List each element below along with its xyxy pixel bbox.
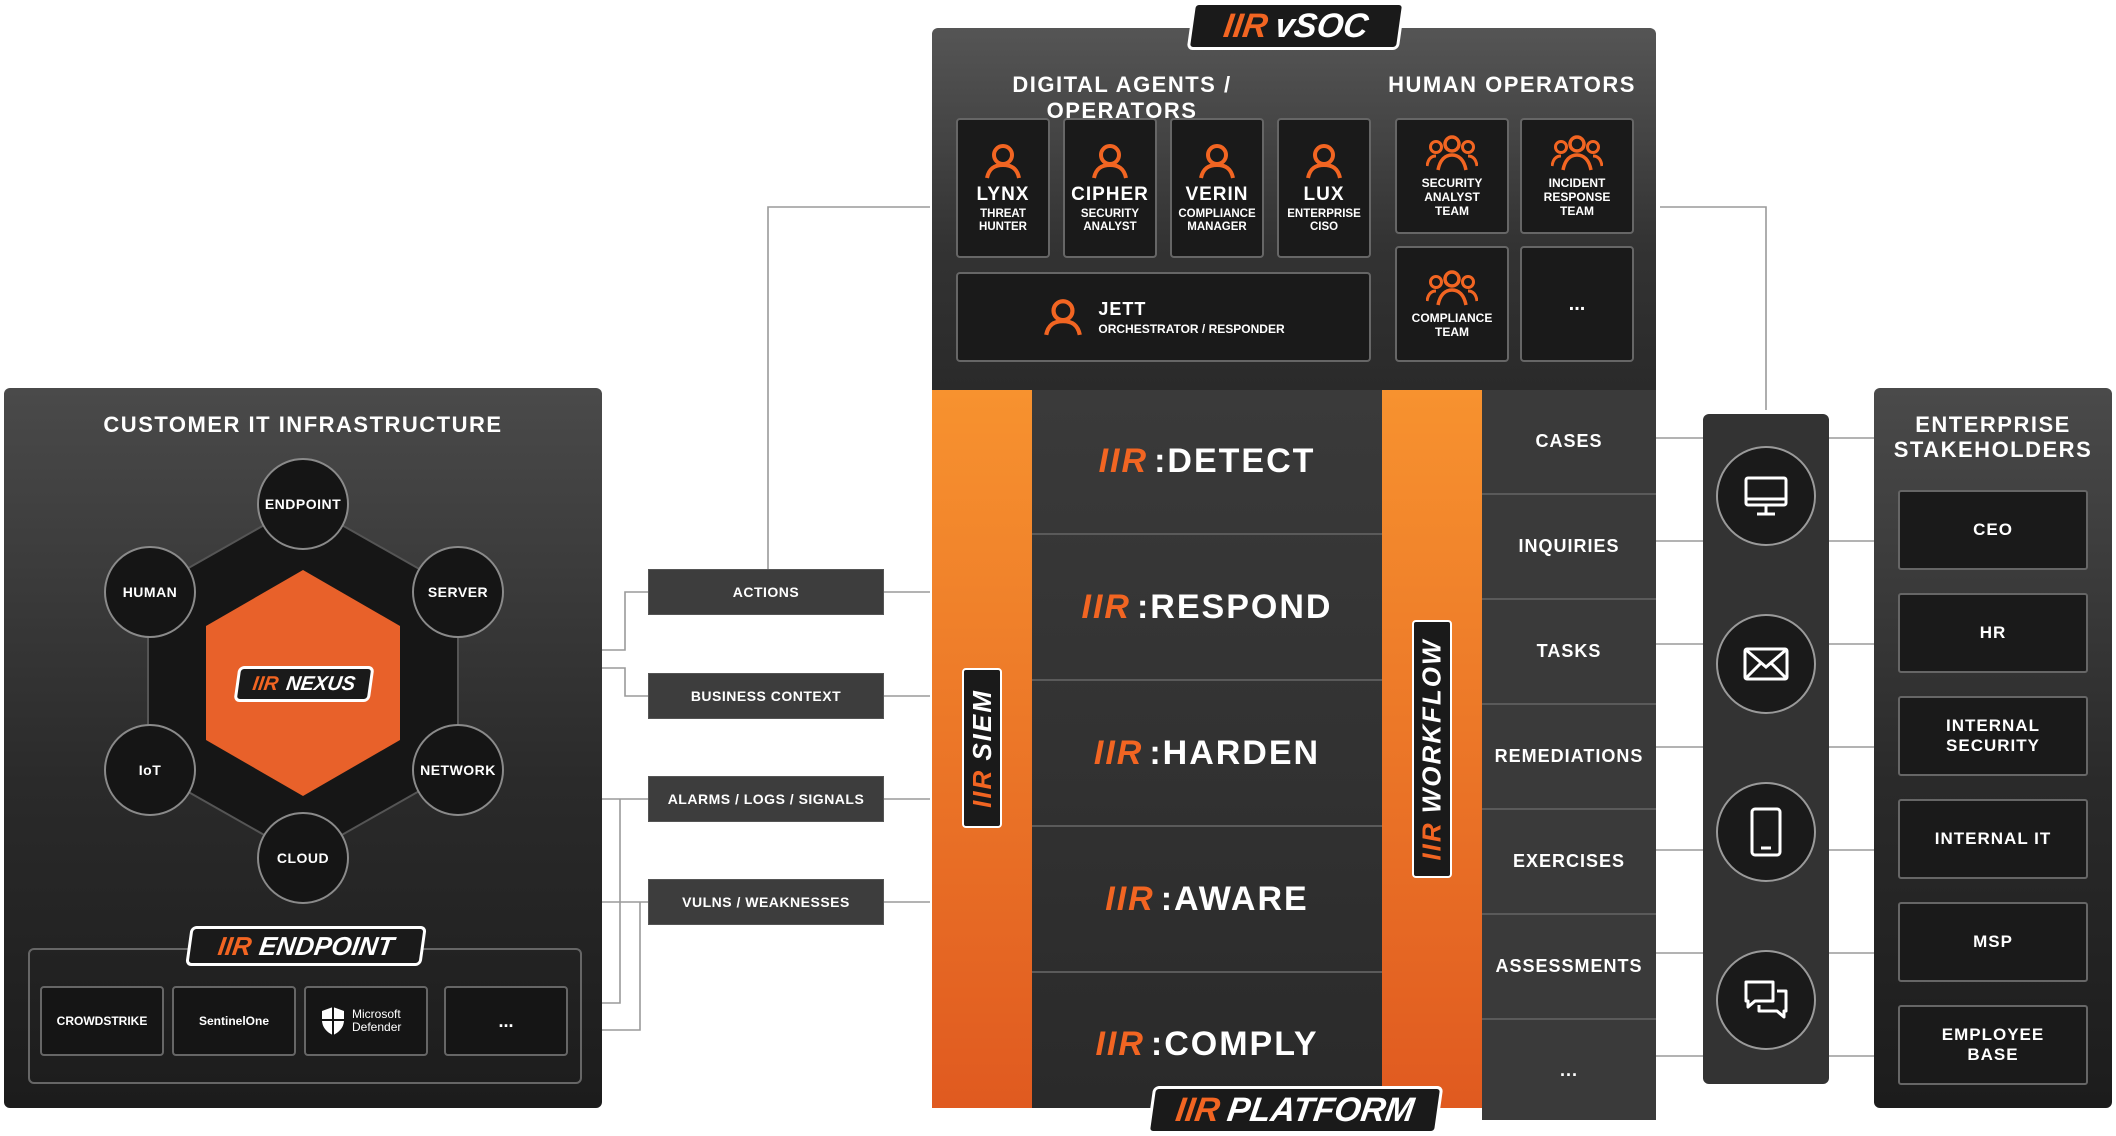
team-more[interactable]: ... [1520, 246, 1634, 362]
digital-agents-header: DIGITAL AGENTS / OPERATORS [1012, 72, 1232, 123]
customer-header: CUSTOMER IT INFRASTRUCTURE [103, 412, 503, 437]
flow-alarms-logs-signals: ALARMS / LOGS / SIGNALS [648, 776, 884, 822]
shield-icon [322, 1007, 344, 1035]
agent-card-verin[interactable]: VERIN COMPLIANCE MANAGER [1170, 118, 1264, 258]
node-cloud[interactable]: CLOUD [257, 812, 349, 904]
vendor-sentinelone[interactable]: SentinelOne [172, 986, 296, 1056]
workflow-items-column: CASES INQUIRIES TASKS REMEDIATIONS EXERC… [1482, 390, 1656, 1120]
agent-card-lynx[interactable]: LYNX THREAT HUNTER [956, 118, 1050, 258]
user-icon [1092, 144, 1128, 179]
workflow-item-tasks[interactable]: TASKS [1482, 600, 1656, 705]
stakeholder-internal-it[interactable]: INTERNAL IT [1898, 799, 2088, 879]
workflow-item-more[interactable]: ... [1482, 1020, 1656, 1120]
team-incident-response[interactable]: INCIDENT RESPONSE TEAM [1520, 118, 1634, 234]
node-server[interactable]: SERVER [412, 546, 504, 638]
module-aware[interactable]: IIR:AWARE [1032, 827, 1382, 973]
module-respond[interactable]: IIR:RESPOND [1032, 535, 1382, 681]
module-detect[interactable]: IIR:DETECT [1032, 390, 1382, 535]
user-icon [1044, 299, 1083, 336]
node-human[interactable]: HUMAN [104, 546, 196, 638]
envelope-icon[interactable] [1716, 614, 1816, 714]
group-icon [1426, 135, 1478, 171]
module-harden[interactable]: IIR:HARDEN [1032, 681, 1382, 827]
tablet-icon[interactable] [1716, 782, 1816, 882]
flow-actions: ACTIONS [648, 569, 884, 615]
workflow-item-assessments[interactable]: ASSESSMENTS [1482, 915, 1656, 1020]
vendor-crowdstrike[interactable]: CROWDSTRIKE [40, 986, 164, 1056]
vendor-microsoft-defender[interactable]: Microsoft Defender [304, 986, 428, 1056]
flow-business-context: BUSINESS CONTEXT [648, 673, 884, 719]
group-icon [1426, 270, 1478, 306]
monitor-icon[interactable] [1716, 446, 1816, 546]
team-compliance[interactable]: COMPLIANCE TEAM [1395, 246, 1509, 362]
agent-card-lux[interactable]: LUX ENTERPRISE CISO [1277, 118, 1371, 258]
human-operators-header: HUMAN OPERATORS [1388, 72, 1636, 97]
vendor-more[interactable]: ... [444, 986, 568, 1056]
node-iot[interactable]: IoT [104, 724, 196, 816]
user-icon [1306, 144, 1342, 179]
stakeholders-header: ENTERPRISE STAKEHOLDERS [1893, 412, 2093, 462]
workflow-item-exercises[interactable]: EXERCISES [1482, 810, 1656, 915]
module-comply[interactable]: IIR:COMPLY [1095, 1025, 1319, 1063]
stakeholder-ceo[interactable]: CEO [1898, 490, 2088, 570]
stakeholder-hr[interactable]: HR [1898, 593, 2088, 673]
user-icon [1199, 144, 1235, 179]
team-security-analyst[interactable]: SECURITY ANALYST TEAM [1395, 118, 1509, 234]
group-icon [1551, 135, 1603, 171]
agent-card-jett[interactable]: JETT ORCHESTRATOR / RESPONDER [956, 272, 1371, 362]
stakeholder-msp[interactable]: MSP [1898, 902, 2088, 982]
node-network[interactable]: NETWORK [412, 724, 504, 816]
flow-vulns-weaknesses: VULNS / WEAKNESSES [648, 879, 884, 925]
workflow-item-cases[interactable]: CASES [1482, 390, 1656, 495]
workflow-item-remediations[interactable]: REMEDIATIONS [1482, 705, 1656, 810]
user-icon [985, 144, 1021, 179]
agent-card-cipher[interactable]: CIPHER SECURITY ANALYST [1063, 118, 1157, 258]
workflow-item-inquiries[interactable]: INQUIRIES [1482, 495, 1656, 600]
node-endpoint[interactable]: ENDPOINT [257, 458, 349, 550]
chat-icon[interactable] [1716, 950, 1816, 1050]
workflow-label: IIRWORKFLOW [1412, 620, 1452, 878]
siem-label: IIRSIEM [962, 668, 1002, 828]
modules-column: IIR:DETECT IIR:RESPOND IIR:HARDEN IIR:AW… [1032, 390, 1382, 1108]
